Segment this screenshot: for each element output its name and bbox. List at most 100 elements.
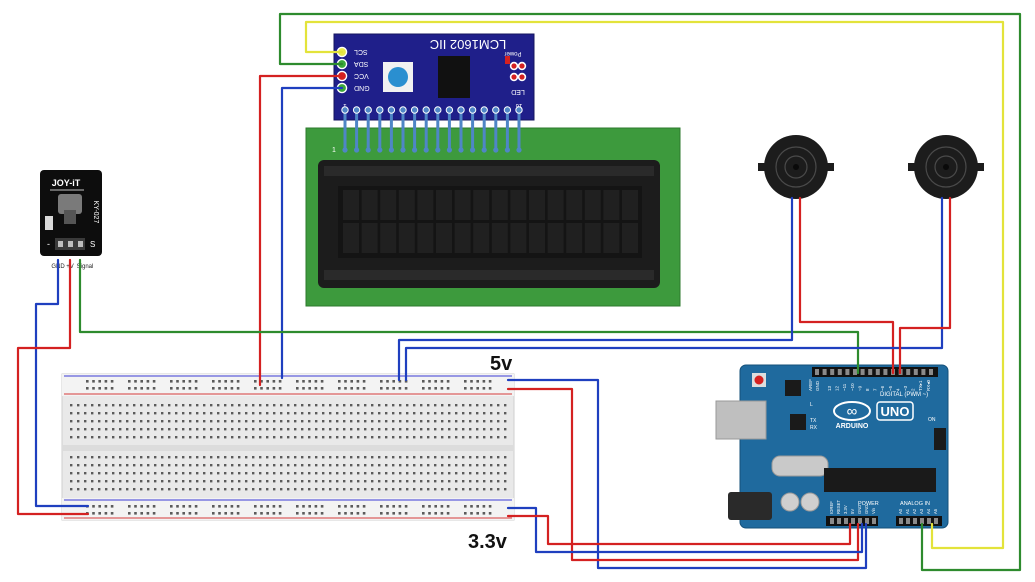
breadboard-hole xyxy=(350,380,353,383)
breadboard-hole xyxy=(254,387,257,390)
breadboard-hole xyxy=(245,472,248,475)
breadboard-hole xyxy=(392,488,395,491)
i2c-pin-last-label: 16 xyxy=(515,102,522,108)
breadboard-hole xyxy=(404,387,408,390)
breadboard-hole xyxy=(105,412,108,415)
breadboard-center-channel xyxy=(62,445,514,451)
breadboard-hole xyxy=(350,512,353,515)
breadboard-hole xyxy=(259,428,262,431)
breadboard-hole xyxy=(245,420,248,423)
breadboard-hole xyxy=(385,464,388,467)
breadboard-hole xyxy=(170,380,173,383)
breadboard-hole xyxy=(455,472,458,475)
breadboard-hole xyxy=(455,404,458,407)
breadboard-hole xyxy=(385,428,388,431)
breadboard-hole xyxy=(217,456,220,459)
breadboard-hole xyxy=(154,436,157,439)
breadboard-hole xyxy=(294,412,297,415)
breadboard-hole xyxy=(266,512,269,515)
sda-label: SDA xyxy=(354,60,369,67)
breadboard-hole xyxy=(427,472,430,475)
label-3v3: 3.3v xyxy=(468,531,508,553)
breadboard-hole xyxy=(133,456,136,459)
breadboard-hole xyxy=(469,464,472,467)
lcd-cell xyxy=(622,223,638,253)
breadboard-hole xyxy=(434,464,437,467)
i2c-header-pin xyxy=(468,106,477,114)
breadboard-hole xyxy=(364,412,367,415)
power-label: POWER xyxy=(858,501,879,507)
breadboard-hole xyxy=(469,428,472,431)
breadboard-hole xyxy=(161,436,164,439)
digital-pin xyxy=(860,369,865,375)
breadboard-hole xyxy=(446,380,450,383)
breadboard-hole xyxy=(315,436,318,439)
breadboard-hole xyxy=(476,387,479,390)
breadboard-hole xyxy=(218,512,221,515)
rx-label: RX xyxy=(810,425,818,431)
breadboard-hole xyxy=(231,404,234,407)
breadboard-hole xyxy=(91,472,94,475)
breadboard-hole xyxy=(329,488,332,491)
lcd-bezel-top xyxy=(324,166,654,176)
breadboard-hole xyxy=(308,456,311,459)
breadboard-hole xyxy=(175,488,178,491)
buzzer-1 xyxy=(758,135,834,199)
breadboard-hole xyxy=(322,428,325,431)
breadboard-hole xyxy=(217,472,220,475)
breadboard-hole xyxy=(126,464,129,467)
breadboard-hole xyxy=(203,488,206,491)
breadboard-hole xyxy=(210,436,213,439)
lcd-cell xyxy=(454,223,471,253)
breadboard-hole xyxy=(112,428,115,431)
breadboard-hole xyxy=(231,428,234,431)
lcd-display: 1 xyxy=(305,127,681,307)
breadboard-hole xyxy=(252,456,255,459)
breadboard-hole xyxy=(483,480,486,483)
breadboard-hole xyxy=(210,472,213,475)
breadboard-hole xyxy=(476,412,479,415)
breadboard-hole xyxy=(441,428,444,431)
breadboard-hole xyxy=(422,387,425,390)
breadboard-hole xyxy=(350,412,353,415)
breadboard-hole xyxy=(189,428,192,431)
breadboard-hole xyxy=(464,512,467,515)
breadboard-hole xyxy=(420,428,423,431)
breadboard-hole xyxy=(378,420,381,423)
breadboard-hole xyxy=(133,420,136,423)
breadboard-hole xyxy=(371,488,374,491)
breadboard-holes xyxy=(70,380,507,515)
breadboard-hole xyxy=(399,420,402,423)
breadboard-hole xyxy=(203,428,206,431)
breadboard-hole xyxy=(168,464,171,467)
breadboard-hole xyxy=(399,472,402,475)
breadboard-hole xyxy=(254,380,257,383)
breadboard-hole xyxy=(154,472,157,475)
breadboard-hole xyxy=(278,505,282,508)
breadboard-hole xyxy=(91,420,94,423)
breadboard-hole xyxy=(413,456,416,459)
breadboard-hole xyxy=(112,456,115,459)
breadboard-hole xyxy=(154,404,157,407)
breadboard-hole xyxy=(308,480,311,483)
breadboard-hole xyxy=(170,512,173,515)
breadboard-hole xyxy=(182,512,185,515)
breadboard-hole xyxy=(254,512,257,515)
breadboard-hole xyxy=(357,488,360,491)
breadboard-hole xyxy=(175,480,178,483)
breadboard-hole xyxy=(112,472,115,475)
breadboard-hole xyxy=(357,456,360,459)
breadboard-hole xyxy=(152,387,156,390)
breadboard-hole xyxy=(252,480,255,483)
breadboard-hole xyxy=(210,488,213,491)
breadboard-hole xyxy=(343,404,346,407)
breadboard-hole xyxy=(252,464,255,467)
breadboard-hole xyxy=(315,488,318,491)
breadboard-hole xyxy=(420,412,423,415)
vcc-label: VCC xyxy=(354,72,369,79)
breadboard-hole xyxy=(314,505,318,508)
i2c-chip xyxy=(438,56,470,98)
breadboard-hole xyxy=(364,436,367,439)
digital-pin-label: 2 xyxy=(911,388,916,391)
breadboard-hole xyxy=(441,480,444,483)
